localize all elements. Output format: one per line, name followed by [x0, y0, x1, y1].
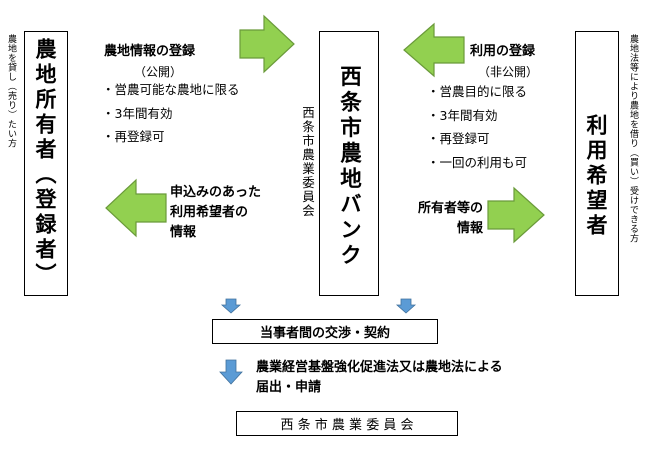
farmland-bank-box: 西条市農地バンク	[319, 31, 379, 296]
applicant-info-line: 情報	[170, 225, 197, 240]
use-registration-heading: 利用の登録	[470, 44, 536, 59]
applicant-info-line: 利用希望者の	[170, 205, 249, 220]
land-info-registration-heading: 農地情報の登録	[104, 44, 196, 59]
applicant-box: 利用希望者	[575, 31, 619, 296]
land-info-registration-sub: （公開）	[134, 65, 183, 79]
agricultural-committee-label: 西 条 市 農 業 委 員 会	[280, 418, 414, 433]
applicant-label: 利用希望者	[584, 114, 608, 239]
farmland-bank-label: 西条市農地バンク	[336, 65, 362, 269]
notice-line: 届出・申請	[256, 380, 322, 395]
applicant-info-line: 申込みのあった	[170, 185, 262, 200]
negotiation-box: 当事者間の交渉・契約	[212, 319, 438, 344]
owner-info-text: 所有者等の 情報	[397, 199, 483, 239]
landowner-label: 農地所有者（登録者）	[33, 38, 57, 288]
arrow-left-to-bank	[403, 22, 465, 78]
owner-info-line: 所有者等の	[417, 201, 483, 216]
landowner-box: 農地所有者（登録者）	[24, 31, 68, 296]
negotiation-label: 当事者間の交渉・契約	[259, 326, 390, 341]
land-info-bullet: ・営農可能な農地に限る	[102, 82, 240, 97]
use-registration-bullet: ・再登録可	[427, 131, 490, 146]
applicant-info-text: 申込みのあった 利用希望者の 情報	[170, 183, 261, 243]
use-registration-bullet: ・一回の利用も可	[427, 154, 528, 170]
use-registration-bullet: ・営農目的に限る	[427, 84, 528, 99]
notice-line: 農業経営基盤強化促進法又は農地法による	[256, 360, 503, 375]
applicant-caption: 農地法等により農地を借り（買い）受けできる方	[628, 34, 638, 243]
agricultural-committee-box: 西 条 市 農 業 委 員 会	[236, 411, 458, 436]
notice-text: 農業経営基盤強化促進法又は農地法による 届出・申請	[256, 358, 503, 398]
use-registration-bullet: ・3年間有効	[427, 107, 498, 123]
arrow-right-to-bank	[239, 14, 295, 74]
arrow-left-to-owner	[105, 178, 167, 238]
land-info-bullet: ・再登録可	[102, 129, 165, 144]
land-info-bullet: ・3年間有効	[102, 105, 173, 121]
agricultural-committee-caption: 西条市農業委員会	[300, 106, 315, 218]
arrow-down-left	[220, 298, 242, 314]
use-registration-sub: （非公開）	[478, 65, 539, 79]
arrow-down-right	[395, 298, 417, 314]
arrow-down-to-notice	[219, 359, 243, 385]
use-registration-bullets: ・営農目的に限る ・3年間有効 ・再登録可 ・一回の利用も可	[427, 80, 527, 174]
landowner-caption: 農地を貸し（売り）たい方	[6, 34, 16, 148]
arrow-right-to-applicant	[487, 186, 545, 244]
owner-info-line: 情報	[456, 221, 483, 236]
land-info-bullets: ・営農可能な農地に限る ・3年間有効 ・再登録可	[102, 78, 240, 149]
